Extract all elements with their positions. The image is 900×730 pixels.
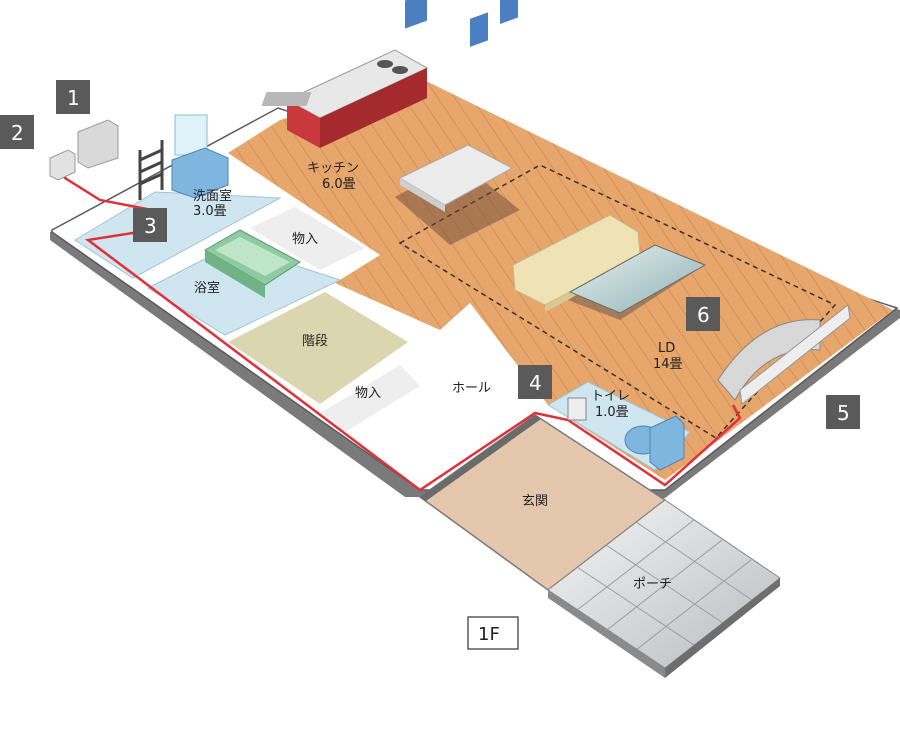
marker-3-text: 3 [144,214,157,238]
label-stairs: 階段 [302,334,328,349]
marker-6: 6 [686,297,720,331]
entrance-step-edge [420,415,541,501]
label-toilet: トイレ [591,389,630,404]
label-hall: ホール [452,381,491,396]
marker-2: 2 [0,115,34,149]
porch-edge-right [665,578,780,678]
kitchen-counter [261,49,429,148]
label-kitchen-size: 6.0畳 [322,177,356,192]
marker-6-text: 6 [697,303,710,327]
label-bathroom: 浴室 [194,280,220,296]
circuit-line [63,170,742,492]
outdoor-unit-small [49,149,76,181]
outdoor-unit-large [77,119,119,169]
label-ld-size: 14畳 [653,357,683,372]
porch-edge [548,590,665,678]
label-washroom: 洗面室 [193,188,232,204]
marker-5: 5 [826,395,860,429]
label-storage-upper: 物入 [292,232,318,247]
label-porch: ポーチ [633,577,672,592]
label-ld: LD [658,341,675,356]
bathtub [204,229,301,298]
marker-5-text: 5 [837,401,850,425]
marker-4: 4 [518,365,552,399]
marker-1: 1 [56,80,90,114]
label-kitchen: キッチン [307,161,359,176]
dining-set [395,0,520,245]
wall-unit [717,304,851,405]
label-washroom-size: 3.0畳 [193,204,227,219]
washbasin [171,114,229,199]
marker-4-text: 4 [529,371,542,395]
label-toilet-size: 1.0畳 [595,405,629,420]
storage-upper-floor [250,207,365,270]
sofa-set [512,214,707,320]
floor-label-box: 1F [467,616,519,650]
label-entrance: 玄関 [522,494,548,509]
label-storage-lower: 物入 [355,386,381,401]
floor-label-text: 1F [478,624,500,645]
marker-3: 3 [133,208,167,242]
ld-dashed-outline [398,164,837,439]
washroom-floor [74,191,282,279]
towel-rack [138,140,164,200]
toilet-fixture [567,397,685,471]
porch-tile-grid [576,519,753,651]
marker-1-text: 1 [67,86,80,110]
storage-lower-floor [322,365,420,432]
marker-2-text: 2 [11,121,24,145]
stairs-floor [228,292,408,404]
